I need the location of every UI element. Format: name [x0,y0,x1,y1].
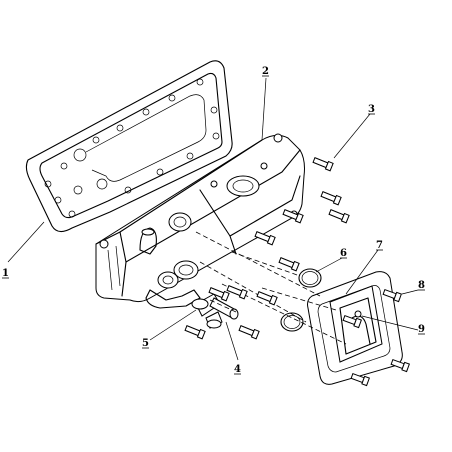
callout-4: 4 [234,364,241,375]
callout-1: 1 [2,268,9,279]
callout-7: 7 [376,240,383,251]
tube [209,297,239,320]
callout-6: 6 [340,248,347,259]
callout-labels: 1 2 3 4 5 6 7 8 9 [2,66,425,375]
cover-bolts [342,289,410,387]
gasket [25,60,233,233]
fitting [191,293,223,329]
callout-3: 3 [368,104,375,115]
housing [95,133,305,309]
callout-2: 2 [262,66,269,77]
leader-lines [7,77,419,361]
assembly-lines [195,231,347,345]
callout-9: 9 [418,324,425,335]
callout-8: 8 [418,280,425,291]
bolts-upper [254,157,350,272]
bolts-middle [184,285,278,340]
o-ring [280,268,322,332]
callout-5: 5 [142,338,149,349]
